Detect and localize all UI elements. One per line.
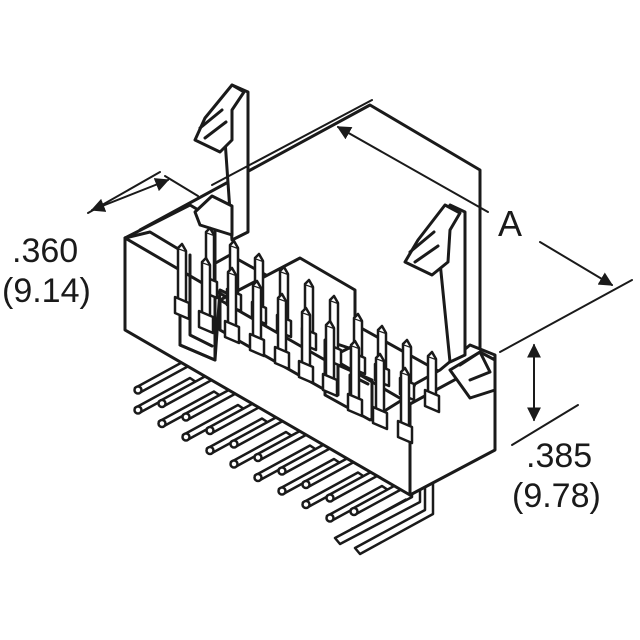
pin-tail [229,410,294,469]
header-pin [423,350,441,414]
header-pin [371,352,389,431]
height-mm-label: (9.78) [512,477,601,515]
pin-tail [133,356,198,415]
header-pin [197,256,215,335]
height-inch-label: .385 [526,437,592,475]
header-pin [297,306,315,385]
header-pin [396,366,414,445]
length-label: A [498,203,522,244]
vertical-pins [173,226,441,445]
width-mm-label: (9.14) [2,272,91,310]
header-pin [273,292,291,371]
dimension-height: .385 (9.78) [511,343,601,515]
right-angle-pins [133,356,435,556]
header-pin [248,279,266,358]
header-pin [223,266,241,345]
width-inch-label: .360 [12,232,78,270]
header-pin [173,242,191,321]
header-pin [346,339,364,418]
dimension-length: A [211,99,633,353]
dimension-width: .360 (9.14) [2,171,199,310]
left-latch [193,83,250,242]
header-pin [321,319,339,398]
pin-tail [277,437,342,496]
right-latch [403,203,467,364]
